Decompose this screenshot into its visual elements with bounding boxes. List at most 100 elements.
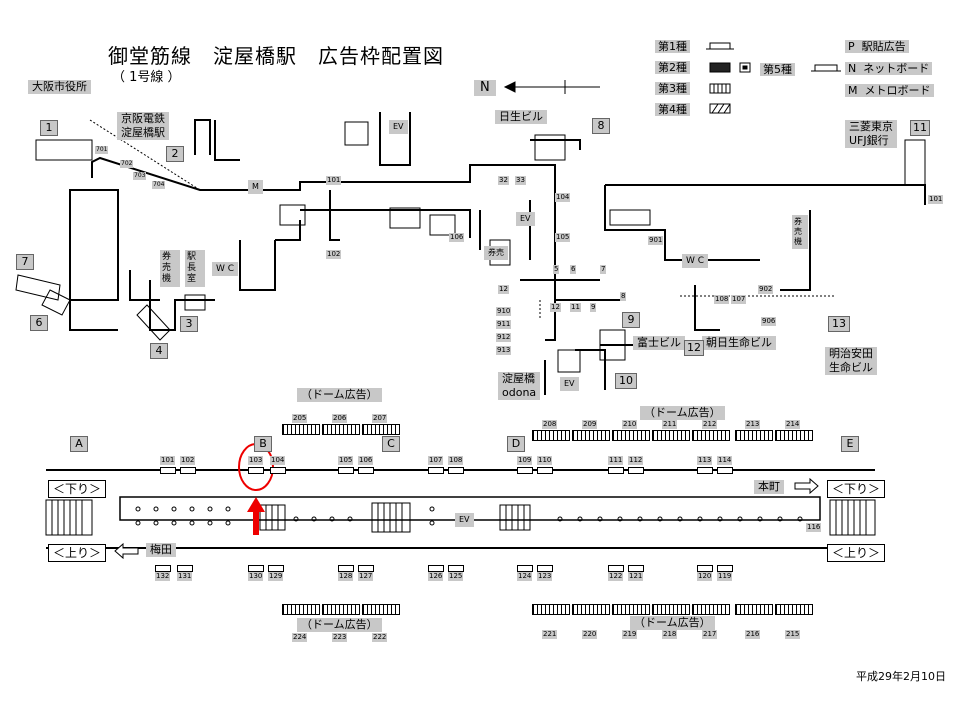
board-frame [338,467,354,474]
board-frame [268,565,284,572]
dome-ad-frame [322,424,360,435]
board-frame [628,565,644,572]
board-frame [537,467,553,474]
concourse-tag: 12 [498,285,509,294]
concourse-tag: 701 [95,146,109,154]
page-subtitle: （ 1号線 ） [112,70,181,85]
landmark-meiji: 明治安田 生命ビル [825,347,877,375]
dome-ad-bottom: 223 [332,633,348,642]
direction-up-right: ＜上り＞ [827,544,886,562]
exit-12: 12 [684,340,704,356]
dome-ad-frame [282,424,320,435]
direction-hommachi: 本町 [754,480,784,494]
board-bottom: 131 [177,572,193,581]
wc-right: W C [682,254,709,268]
dome-ad-frame [532,604,570,615]
concourse-tag: 702 [120,160,134,168]
board-frame [517,565,533,572]
exit-6: 6 [30,315,48,331]
landmark-nissei: 日生ビル [495,110,547,124]
direction-umeda: 梅田 [146,543,176,557]
board-bottom: 128 [338,572,354,581]
board-bottom: 119 [717,572,733,581]
north-label: N [474,80,496,96]
legend-type-2: 第2種 [655,61,690,75]
board-frame [270,467,286,474]
concourse-tag: 901 [648,236,664,245]
board-116: 116 [806,523,822,532]
landmark-asahi: 朝日生命ビル [702,336,776,350]
dome-ad-frame [612,430,650,441]
board-top: 113 [697,456,713,465]
concourse-tag: 704 [152,181,166,189]
board-frame [338,565,354,572]
board-frame [248,565,264,572]
direction-down-right: ＜下り＞ [827,480,886,498]
dome-ad-frame [572,430,610,441]
dome-ad-bottom: 222 [372,633,388,642]
section-d: D [507,436,525,452]
section-a: A [70,436,88,452]
dome-ad-bottom: 217 [702,630,718,639]
concourse-tag: 902 [758,285,774,294]
exit-9: 9 [622,312,640,328]
board-frame [180,467,196,474]
dome-ad-frame [692,604,730,615]
dome-ad-top: 205 [292,414,308,423]
wc-left: W C [212,262,239,276]
dome-label-top-right: （ドーム広告） [640,406,725,420]
concourse-tag: 108 [714,295,730,304]
legend-type-3: 第3種 [655,82,690,96]
dome-ad-frame [362,424,400,435]
concourse-tag: 32 [498,176,509,185]
landmark-city-hall: 大阪市役所 [28,80,91,94]
concourse-tag: 7 [600,265,607,274]
concourse-tag: 12 [550,303,561,312]
exit-8: 8 [592,118,610,134]
board-frame [717,467,733,474]
dome-ad-bottom: 221 [542,630,558,639]
date-stamp: 平成29年2月10日 [856,670,946,683]
board-top: 107 [428,456,444,465]
dome-ad-top: 208 [542,420,558,429]
concourse-tag: 5 [553,265,560,274]
platform-ev: EV [455,513,474,527]
legend-type-5: 第5種 [760,63,795,77]
dome-ad-top: 214 [785,420,801,429]
dome-ad-top: 211 [662,420,678,429]
board-frame [537,565,553,572]
dome-ad-frame [282,604,320,615]
page-title: 御堂筋線 淀屋橋駅 広告枠配置図 [108,44,444,68]
concourse-tag: 101 [928,195,944,204]
board-frame [448,467,464,474]
concourse-tag: 107 [731,295,747,304]
direction-down-left: ＜下り＞ [48,480,107,498]
exit-13: 13 [828,316,850,332]
concourse-tag: 6 [570,265,577,274]
board-bottom: 122 [608,572,624,581]
board-frame [155,565,171,572]
board-frame [358,565,374,572]
concourse-tag: 906 [761,317,777,326]
board-bottom: 130 [248,572,264,581]
concourse-tag: 910 [496,307,512,316]
board-bottom: 125 [448,572,464,581]
board-frame [248,467,264,474]
dome-ad-top: 212 [702,420,718,429]
exit-4: 4 [150,343,168,359]
board-bottom: 124 [517,572,533,581]
board-bottom: 126 [428,572,444,581]
dome-ad-frame [692,430,730,441]
ticket-machine-left: 券売機 [160,250,180,287]
landmark-fuji: 富士ビル [633,336,685,350]
dome-ad-frame [735,430,773,441]
board-frame [628,467,644,474]
board-bottom: 120 [697,572,713,581]
dome-ad-top: 209 [582,420,598,429]
landmark-keihan: 京阪電鉄 淀屋橋駅 [117,112,169,140]
dome-ad-frame [362,604,400,615]
board-bottom: 132 [155,572,171,581]
dome-ad-bottom: 219 [622,630,638,639]
station-master-room: 駅長室 [185,250,205,287]
